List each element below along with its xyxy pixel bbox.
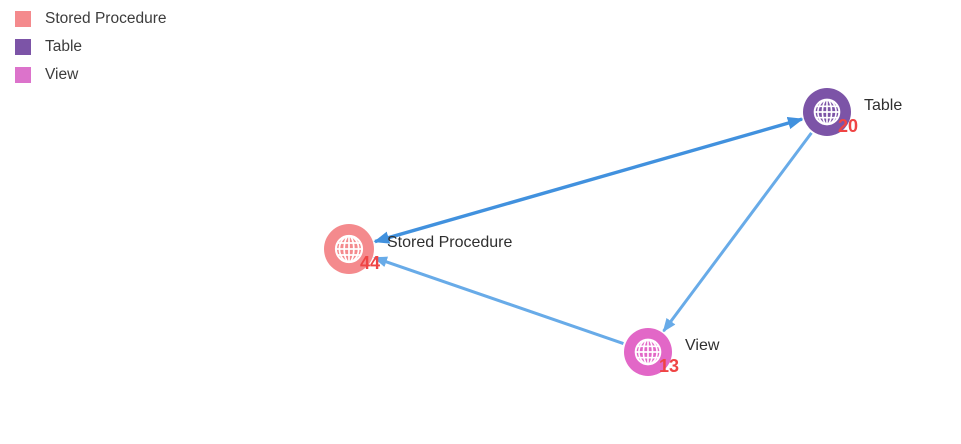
- edge-stored-procedure-to-table: [373, 117, 804, 244]
- globe-icon: [813, 98, 841, 126]
- legend-label: Stored Procedure: [45, 10, 167, 27]
- legend-swatch-icon: [15, 66, 31, 83]
- node-circle[interactable]: [324, 224, 374, 274]
- legend: Stored Procedure Table View: [15, 10, 167, 94]
- node-count: 20: [838, 116, 859, 136]
- legend-item-stored-procedure[interactable]: Stored Procedure: [15, 10, 167, 27]
- globe-icon: [634, 338, 662, 366]
- node-label: Table: [864, 97, 903, 114]
- edge-table-to-view: [662, 131, 813, 333]
- node-count: 44: [360, 253, 381, 273]
- graph-node-table[interactable]: Table 20: [803, 88, 902, 136]
- legend-item-table[interactable]: Table: [15, 38, 167, 55]
- graph-node-view[interactable]: View 13: [624, 328, 719, 376]
- node-label: Stored Procedure: [387, 234, 513, 251]
- legend-label: Table: [45, 38, 83, 55]
- globe-icon: [334, 234, 364, 264]
- legend-swatch-icon: [15, 38, 31, 55]
- node-count: 13: [659, 356, 680, 376]
- legend-swatch-icon: [15, 10, 31, 27]
- node-label: View: [685, 337, 720, 354]
- legend-label: View: [45, 66, 79, 83]
- node-circle[interactable]: [624, 328, 672, 376]
- node-circle[interactable]: [803, 88, 851, 136]
- legend-item-view[interactable]: View: [15, 66, 167, 83]
- graph-node-stored-procedure[interactable]: Stored Procedure 44: [324, 224, 512, 274]
- edge-view-to-stored-procedure: [373, 256, 624, 345]
